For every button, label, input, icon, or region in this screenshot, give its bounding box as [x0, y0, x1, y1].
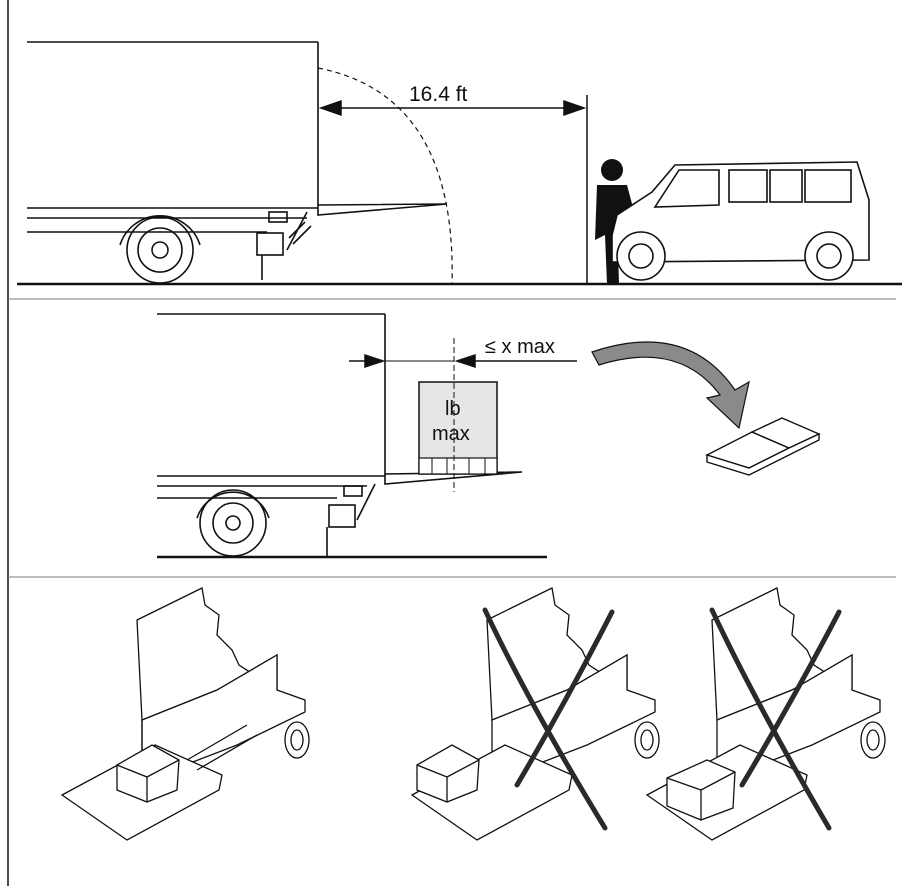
swing-arc [317, 67, 453, 286]
truck-middle [157, 313, 523, 557]
distance-dimension [318, 99, 587, 117]
distance-label: 16.4 ft [409, 83, 468, 106]
middle-panel: lb max ≤ x max [157, 313, 821, 559]
truck-top [27, 41, 448, 284]
wrong-loading-scene-1 [410, 587, 660, 841]
instruction-diagram: 16.4 ft [7, 0, 902, 886]
correct-loading-scene [60, 587, 310, 841]
diagram-frame: 16.4 ft [7, 0, 916, 886]
bottom-panel [60, 587, 886, 841]
load-box [418, 381, 498, 475]
manual-book-icon [705, 417, 821, 476]
load-label-lb: lb [445, 398, 461, 420]
offset-dimension [349, 353, 577, 369]
wrong-loading-scene-2 [645, 587, 886, 841]
van [611, 161, 870, 281]
load-label-max: max [432, 423, 470, 445]
top-panel: 16.4 ft [17, 41, 902, 286]
manual-arrow [591, 341, 750, 430]
x-mark-icon [482, 607, 615, 831]
x-mark-icon [709, 607, 842, 831]
offset-label: ≤ x max [485, 336, 555, 358]
